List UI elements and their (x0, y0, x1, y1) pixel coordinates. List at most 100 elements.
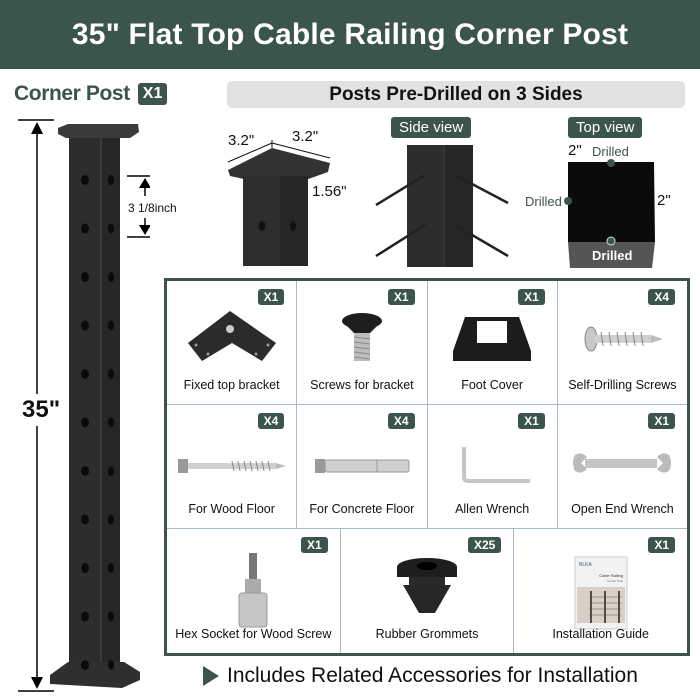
cable (454, 173, 509, 205)
accessories-row: X4 For Wood Floor X4 For Concrete Floor … (167, 405, 687, 529)
self-drilling-screw-icon (584, 326, 664, 352)
quantity-badge: X1 (648, 537, 676, 553)
post-hole (108, 417, 114, 428)
play-triangle-icon (203, 666, 219, 686)
accessory-foot-cover: X1 Foot Cover (428, 281, 558, 404)
post-front-face (69, 138, 101, 668)
top-view-drilled-bottom: Drilled (592, 248, 633, 263)
accessory-label: For Concrete Floor (309, 502, 415, 516)
bracket-width-a: 3.2" (228, 132, 255, 149)
quantity-badge: X4 (648, 289, 675, 305)
quantity-badge: X4 (387, 413, 415, 429)
post-hole (81, 272, 89, 282)
foot-cover-icon (453, 317, 532, 361)
guide-booklet-icon: BLKA Cable Railing Corner Post (574, 556, 628, 630)
bracket-icon (187, 311, 276, 361)
quantity-badge: X1 (300, 537, 328, 553)
accessory-allen-wrench: X1 Allen Wrench (428, 405, 558, 528)
header-banner: 35" Flat Top Cable Railing Corner Post (0, 0, 700, 69)
accessory-installation-guide: X1 BLKA Cable Railing Corner Post Instal… (514, 529, 687, 653)
cable (375, 223, 426, 258)
post-hole (108, 223, 114, 234)
guide-title: Cable Railing (599, 573, 623, 578)
footer-text: Includes Related Accessories for Install… (227, 664, 638, 687)
top-view-closeup (564, 159, 655, 268)
accessory-label: Screws for bracket (310, 378, 414, 392)
bracket-plate (228, 148, 330, 182)
post-hole (81, 369, 89, 379)
post-hole (81, 611, 89, 622)
hex-socket-icon (238, 553, 268, 628)
post-hole (81, 660, 89, 670)
corner-post-label: Corner Post (14, 82, 130, 105)
post-hole (108, 320, 114, 331)
post-hole (81, 563, 89, 573)
top-view-label: Top view (568, 117, 643, 138)
accessories-grid: X1 Fixed top bracket X1 Screws for brack… (164, 278, 690, 656)
post-hole (81, 514, 89, 525)
post-hole (108, 563, 114, 573)
accessory-self-drilling-screws: X4 Self-Drilling Screws (558, 281, 687, 404)
quantity-badge: X1 (648, 413, 675, 429)
quantity-badge: X1 (518, 289, 545, 305)
post-hole (108, 175, 114, 185)
hole-spacing-label: 3 1/8inch (128, 201, 177, 215)
post-hole (81, 417, 89, 428)
arrow-down-icon (139, 225, 150, 235)
predrilled-banner: Posts Pre-Drilled on 3 Sides (227, 81, 685, 108)
accessories-row: X1 Hex Socket for Wood Screw X25 Rubber … (167, 529, 687, 653)
post-top-plate (58, 124, 139, 138)
corner-post-illustration (18, 119, 150, 692)
post-side-face (101, 138, 120, 668)
post-hole (108, 514, 114, 525)
post-hole (108, 272, 114, 282)
footer-note: Includes Related Accessories for Install… (203, 664, 638, 688)
accessory-label: Fixed top bracket (183, 378, 280, 392)
accessory-screws-for-bracket: X1 Screws for bracket (297, 281, 428, 404)
accessory-label: Hex Socket for Wood Screw (175, 627, 332, 641)
post-hole (108, 466, 114, 476)
accessory-label: Rubber Grommets (375, 627, 479, 641)
side-view-label: Side view (391, 117, 472, 138)
post-hole (81, 175, 89, 185)
side-view-closeup (375, 145, 509, 267)
post-base-plate (50, 662, 140, 688)
accessory-label: Installation Guide (552, 627, 649, 641)
accessory-concrete-floor-bolt: X4 For Concrete Floor (297, 405, 428, 528)
allen-wrench-icon (462, 447, 531, 483)
accessory-hex-socket: X1 Hex Socket for Wood Screw (167, 529, 341, 653)
drill-hole-marker (564, 197, 572, 205)
drill-hole-marker (606, 236, 616, 246)
post-height-label: 35" (22, 394, 61, 426)
accessory-label: For Wood Floor (188, 502, 275, 516)
arrow-up-icon (31, 122, 43, 134)
page-title: 35" Flat Top Cable Railing Corner Post (71, 17, 629, 51)
post-hole (108, 660, 114, 670)
accessory-label: Allen Wrench (455, 502, 530, 516)
accessory-rubber-grommets: X25 Rubber Grommets (341, 529, 515, 653)
corner-post-quantity-badge: X1 (137, 83, 168, 105)
guide-subtitle: Corner Post (607, 579, 623, 583)
top-view-drilled-top: Drilled (592, 144, 629, 159)
top-view-width: 2" (568, 142, 582, 159)
top-view-height: 2" (657, 192, 671, 209)
arrow-down-icon (31, 677, 43, 689)
quantity-badge: X4 (257, 413, 285, 429)
accessory-label: Open End Wrench (571, 502, 674, 516)
cable (375, 173, 426, 207)
guide-brand: BLKA (579, 562, 592, 568)
accessory-wood-floor-bolt: X4 For Wood Floor (167, 405, 298, 528)
arrow-up-icon (139, 178, 150, 188)
detail-views-illustration (227, 140, 655, 268)
accessory-fixed-top-bracket: X1 Fixed top bracket (167, 281, 298, 404)
quantity-badge: X1 (518, 413, 545, 429)
top-view-drilled-left: Drilled (525, 194, 562, 209)
anchor-bolt-icon (314, 459, 410, 473)
post-hole (81, 320, 89, 331)
quantity-badge: X1 (387, 289, 415, 305)
open-end-wrench-icon (573, 453, 672, 473)
grommet-icon (397, 558, 457, 613)
post-hole (81, 223, 89, 234)
bracket-width-b: 3.2" (292, 128, 319, 145)
bracket-depth: 1.56" (312, 183, 347, 200)
